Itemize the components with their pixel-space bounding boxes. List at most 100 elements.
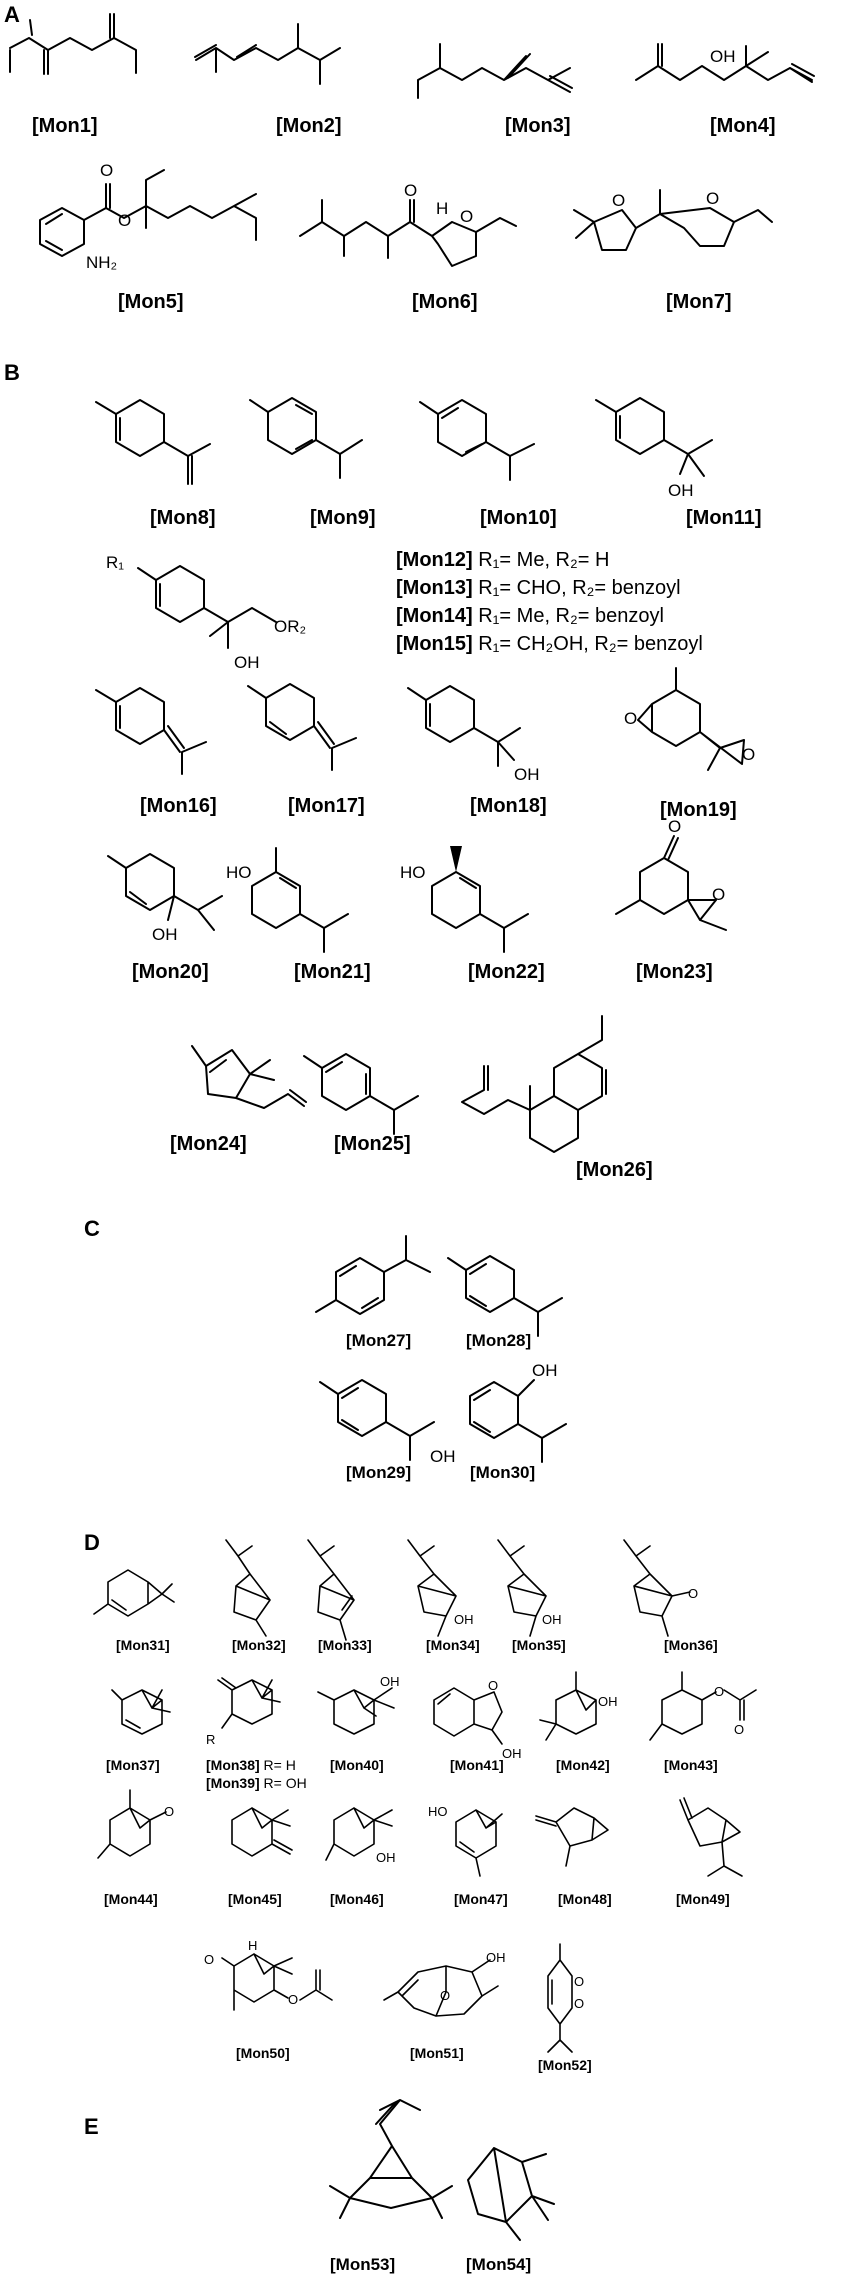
r1-label-mon12-15: R₁ [106, 553, 124, 572]
label-mon27: [Mon27] [346, 1331, 411, 1350]
o-label-mon23-ketone: O [668, 817, 681, 836]
label-mon42: [Mon42] [556, 1757, 610, 1773]
wedge-mon22 [450, 846, 462, 872]
structure-mon38-39 [217, 1677, 281, 1729]
label-mon53: [Mon53] [330, 2255, 395, 2274]
structure-mon50 [221, 1953, 333, 2011]
label-mon31: [Mon31] [116, 1637, 170, 1653]
structure-mon34 [407, 1539, 457, 1637]
structure-mon42 [539, 1671, 597, 1741]
label-mon10: [Mon10] [480, 507, 557, 529]
o-label-mon23-epoxide: O [712, 885, 725, 904]
oh-label-mon51: OH [486, 1950, 506, 1965]
structure-mon44 [97, 1789, 167, 1859]
legend-row-mon38: [Mon38] R= H [206, 1757, 296, 1773]
structure-mon28 [447, 1255, 563, 1337]
legend-row-mon14: [Mon14] R₁= Me, R₂= benzoyl [396, 605, 664, 627]
structure-mon7 [573, 189, 773, 251]
legend-row-mon15: [Mon15] R₁= CH₂OH, R₂= benzoyl [396, 633, 703, 655]
oh-label-mon42: OH [598, 1694, 618, 1709]
structure-mon10 [419, 399, 535, 481]
structure-mon31 [93, 1569, 175, 1617]
structure-mon53 [329, 2099, 453, 2219]
structure-mon18 [407, 685, 521, 767]
structure-mon24 [191, 1045, 307, 1109]
section-label-b: B [4, 360, 20, 385]
label-mon35: [Mon35] [512, 1637, 566, 1653]
o-label-mon6-ring: O [460, 207, 473, 226]
legend-row-mon12: [Mon12] R₁= Me, R₂= H [396, 549, 609, 571]
structure-mon22 [431, 871, 529, 953]
o-label-mon5-ester: O [118, 211, 131, 230]
label-mon11: [Mon11] [686, 507, 762, 529]
section-label-d: D [84, 1530, 100, 1555]
label-mon51: [Mon51] [410, 2045, 464, 2061]
o-label-mon50-ester: O [288, 1992, 298, 2007]
o-label-mon50-ketone: O [204, 1952, 214, 1967]
label-mon18: [Mon18] [470, 795, 547, 817]
o-label-mon43-ester: O [714, 1684, 724, 1699]
structure-mon21 [251, 847, 349, 953]
label-mon7: [Mon7] [666, 291, 732, 313]
structure-mon49 [679, 1797, 743, 1877]
h-label-mon50: H [248, 1938, 257, 1953]
label-mon29: [Mon29] [346, 1463, 411, 1482]
label-mon44: [Mon44] [104, 1891, 158, 1907]
o-label-mon19-a: O [624, 709, 637, 728]
label-mon33: [Mon33] [318, 1637, 372, 1653]
structure-mon45 [231, 1807, 293, 1857]
structure-mon36 [623, 1539, 691, 1637]
label-mon3: [Mon3] [505, 115, 571, 137]
oh-label-mon4: OH [710, 47, 736, 66]
structure-mon51 [383, 1959, 499, 2017]
o-label-mon36: O [688, 1586, 698, 1601]
structure-mon41 [433, 1687, 503, 1745]
legend-row-mon39: [Mon39] R= OH [206, 1775, 307, 1791]
r-label-mon38-39: R [206, 1732, 215, 1747]
structure-mon20 [107, 853, 223, 931]
label-mon2: [Mon2] [276, 115, 342, 137]
structure-mon1 [9, 13, 137, 75]
o-label-mon44: O [164, 1804, 174, 1819]
label-mon20: [Mon20] [132, 961, 209, 983]
o-label-mon7-a: O [612, 191, 625, 210]
structure-mon46 [325, 1807, 393, 1861]
structure-mon12-15 [137, 565, 277, 649]
structure-mon37 [111, 1689, 171, 1735]
oh-label-mon12-15: OH [234, 653, 260, 672]
ho-label-mon21: HO [226, 863, 252, 882]
h-label-mon6: H [436, 199, 448, 218]
oh-label-mon20: OH [152, 925, 178, 944]
oh-label-mon11: OH [668, 481, 694, 500]
label-mon26: [Mon26] [576, 1159, 653, 1181]
structure-mon23 [615, 835, 727, 931]
label-mon6: [Mon6] [412, 291, 478, 313]
structure-mon27 [315, 1235, 431, 1315]
ho-label-mon22: HO [400, 863, 426, 882]
label-mon9: [Mon9] [310, 507, 376, 529]
nh2-label-mon5: NH₂ [86, 253, 117, 272]
o-label-mon5-carbonyl: O [100, 161, 113, 180]
label-mon43: [Mon43] [664, 1757, 718, 1773]
label-mon32: [Mon32] [232, 1637, 286, 1653]
structure-mon47 [455, 1809, 503, 1877]
label-mon46: [Mon46] [330, 1891, 384, 1907]
structure-mon2 [194, 23, 341, 85]
structure-mon32 [225, 1539, 271, 1637]
label-mon16: [Mon16] [140, 795, 217, 817]
structure-mon11 [595, 397, 713, 477]
structure-mon54 [467, 2147, 555, 2241]
o-label-mon19-b: O [742, 745, 755, 764]
label-mon5: [Mon5] [118, 291, 184, 313]
oh-label-mon34: OH [454, 1612, 474, 1627]
structure-mon29 [319, 1379, 435, 1461]
oh-label-mon18: OH [514, 765, 540, 784]
section-label-c: C [84, 1216, 100, 1241]
label-mon30: [Mon30] [470, 1463, 535, 1482]
structure-mon48 [535, 1807, 609, 1867]
structure-mon6 [299, 199, 517, 267]
structure-mon43 [649, 1671, 757, 1741]
label-mon48: [Mon48] [558, 1891, 612, 1907]
label-mon24: [Mon24] [170, 1133, 247, 1155]
